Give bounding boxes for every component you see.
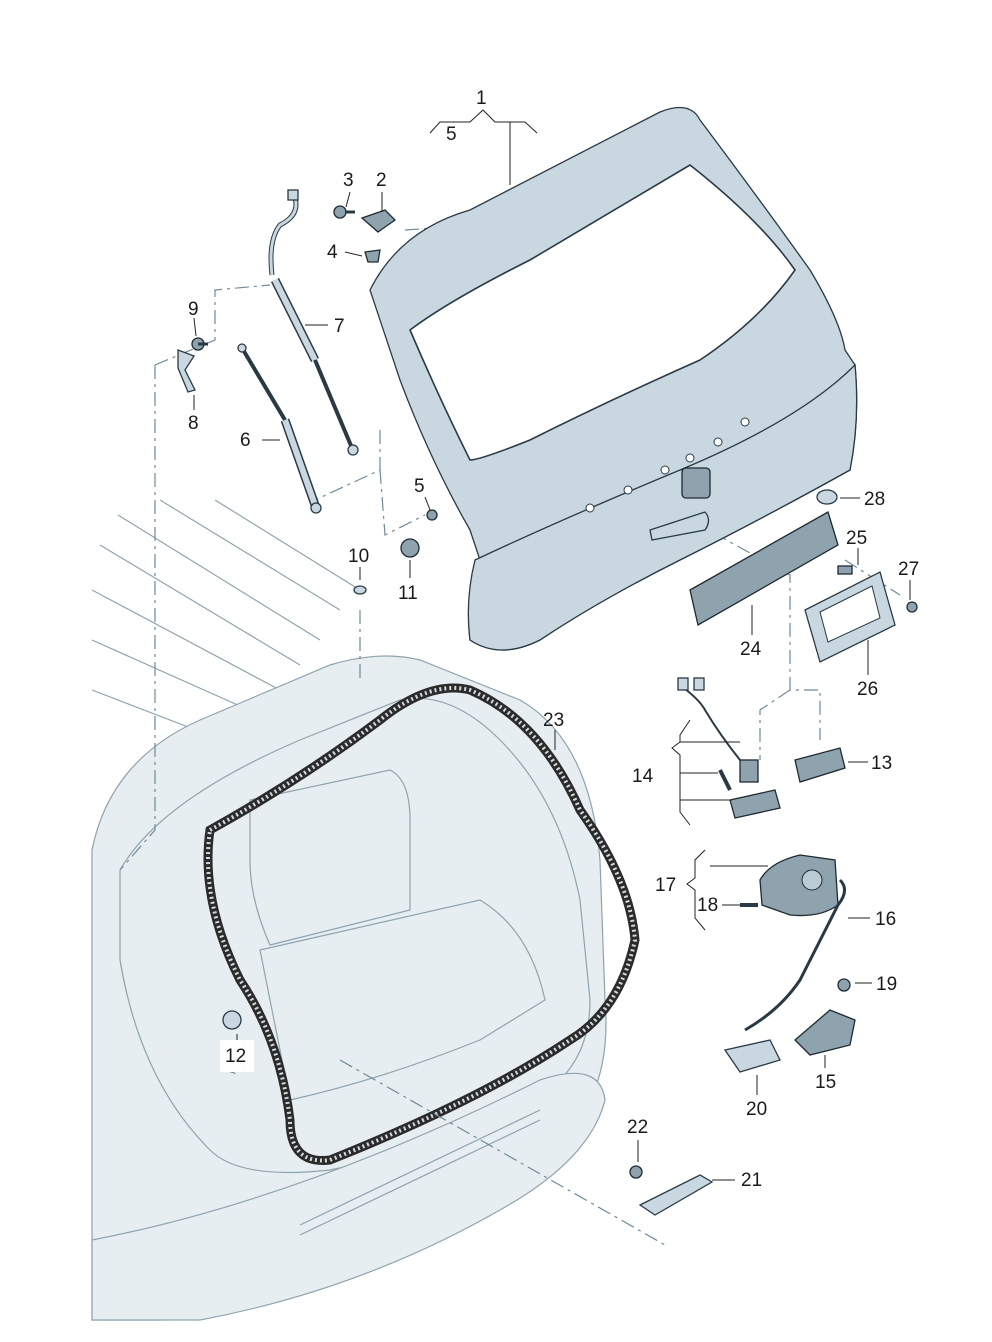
- callout-19: 19: [876, 974, 897, 995]
- switch-13: [794, 747, 846, 783]
- hinge-bolt-3: [333, 205, 355, 219]
- callout-20: 20: [746, 1099, 767, 1120]
- cover-20: [723, 1039, 781, 1073]
- bolt-9: [191, 337, 208, 351]
- rear-seat-back: [249, 769, 411, 946]
- callout-9: 9: [188, 299, 199, 320]
- nut-4: [364, 249, 381, 263]
- nut-19: [837, 978, 851, 992]
- callout-3: 3: [343, 170, 354, 191]
- bumper-diffuser-line-2: [299, 1119, 541, 1236]
- screw-27: [906, 601, 918, 613]
- callout-6: 6: [240, 430, 251, 451]
- lock-motor-17: [759, 854, 839, 917]
- grommet-10: [353, 585, 367, 595]
- callout-15: 15: [815, 1072, 836, 1093]
- callout-5-top: 5: [446, 124, 457, 145]
- bracket-8: [177, 349, 196, 393]
- leader-lines: [193, 109, 911, 1181]
- bumper-diffuser-line: [299, 1109, 541, 1226]
- assembly-guide-lines: [119, 227, 901, 1246]
- handle-recess: [649, 511, 710, 541]
- trunk-seal-23-inner: [206, 686, 638, 1163]
- tailgate-panel-1: [369, 106, 858, 651]
- cable-16: [744, 878, 846, 1032]
- plug-12: [222, 1010, 242, 1030]
- callout-22: 22: [627, 1117, 648, 1138]
- lock-15: [794, 1009, 856, 1056]
- callout-12: 12: [225, 1046, 246, 1067]
- clip-25: [837, 565, 853, 575]
- rear-bumper: [91, 1072, 606, 1321]
- gas-strut-6: [237, 343, 322, 514]
- tailgate-holes: [585, 417, 750, 513]
- callout-23: 23: [543, 710, 564, 731]
- callout-26: 26: [857, 679, 878, 700]
- rear-camera-recess: [681, 467, 711, 499]
- gas-strut-7: [268, 189, 359, 456]
- callout-12-box: [220, 1040, 254, 1072]
- callout-21: 21: [741, 1170, 762, 1191]
- callout-13: 13: [871, 753, 892, 774]
- callout-7: 7: [334, 316, 345, 337]
- callout-27: 27: [898, 559, 919, 580]
- buffer-11: [400, 538, 420, 558]
- callout-17: 17: [655, 875, 676, 896]
- vehicle-rear-body: [91, 499, 640, 1321]
- rear-window-opening: [409, 164, 796, 461]
- bolt-5: [426, 509, 438, 521]
- wiring-harness-14: [677, 677, 781, 819]
- callout-8: 8: [188, 413, 199, 434]
- tailgate-lower-panel: [467, 363, 858, 651]
- roof-lines: [91, 499, 361, 746]
- callout-1: 1: [476, 88, 487, 109]
- callout-5-bolt: 5: [414, 476, 425, 497]
- callout-24: 24: [740, 639, 762, 660]
- license-plate-carrier-24: [689, 511, 839, 626]
- callout-14: 14: [632, 766, 654, 787]
- callout-4: 4: [327, 242, 338, 263]
- hinge-2: [360, 209, 397, 233]
- callout-2: 2: [376, 170, 387, 191]
- callout-16: 16: [875, 909, 896, 930]
- nut-22: [629, 1165, 643, 1179]
- callout-25: 25: [846, 528, 867, 549]
- callout-28: 28: [864, 489, 885, 510]
- callout-18: 18: [697, 895, 718, 916]
- callout-10: 10: [348, 546, 369, 567]
- callout-labels: 1 2 3 4 5 5 6 7 8 9 10 11 12 13 14 15 16…: [188, 88, 919, 1191]
- callout-11: 11: [398, 583, 418, 604]
- camera-bracket-26: [804, 571, 896, 663]
- plug-28: [816, 489, 838, 505]
- cargo-floor: [259, 899, 546, 1101]
- bracket-21: [638, 1174, 714, 1216]
